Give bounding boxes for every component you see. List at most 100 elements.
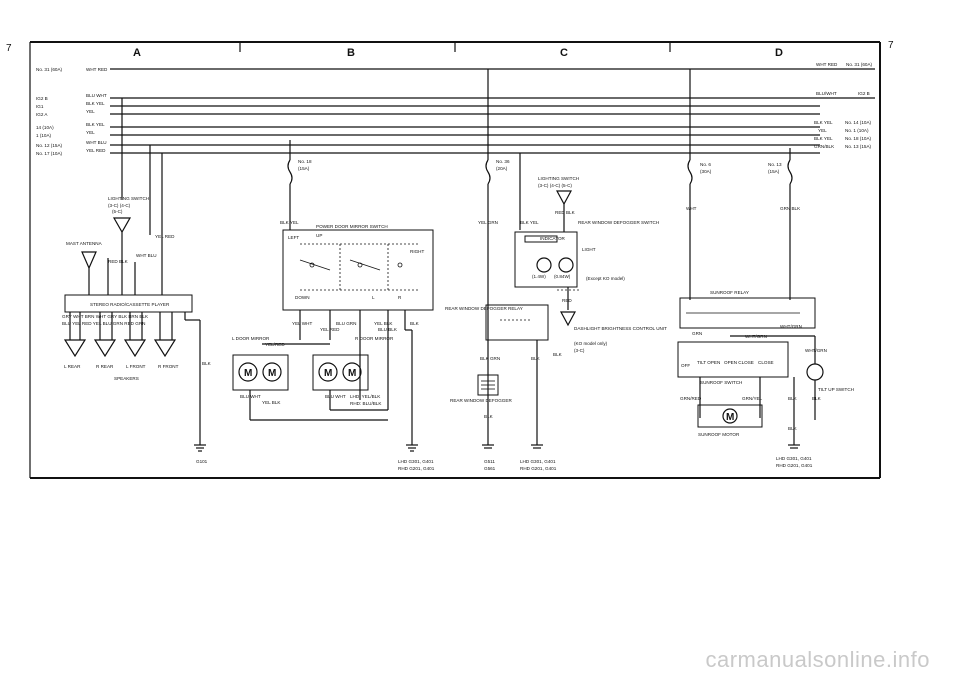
fuse13-label: No. 13 bbox=[768, 162, 782, 167]
right-input-labels: WHT RED No. 31 (60A) BLU/WHT IG2 B BLK Y… bbox=[814, 62, 873, 149]
speaker-wire-row2: BLU YEL RED YEL BLU GRN RED GRN bbox=[62, 321, 145, 326]
stereo-label: STEREO RADIO/CASSETTE PLAYER bbox=[90, 302, 170, 307]
pin-3c: (3-C) bbox=[574, 348, 585, 353]
right-input-wire: GRN/BLK bbox=[814, 144, 835, 149]
wire-blk-grn: BLK GRN bbox=[480, 356, 500, 361]
fuse-symbol bbox=[287, 159, 293, 185]
wire-yel-red: YEL RED bbox=[320, 327, 340, 332]
ground-b-lhd: LHD G301, G401 bbox=[398, 459, 434, 464]
rhd-note: RHD: BLU/BLK bbox=[350, 401, 382, 406]
relay-label: REAR WINDOW DEFOGGER RELAY bbox=[445, 306, 523, 311]
left-input-label: 14 (10A) bbox=[36, 125, 54, 130]
wire-blk-b: BLK bbox=[410, 321, 420, 326]
sunroof-relay-label: SUNROOF RELAY bbox=[710, 290, 749, 295]
section-b: No. 18 (15A) BLK YEL POWER DOOR MIRROR S… bbox=[232, 140, 435, 471]
wire-yel-blk2: YEL BLK bbox=[262, 400, 281, 405]
right-input-label: IG2 B bbox=[858, 91, 870, 96]
wire-blk-c3: BLK bbox=[484, 414, 494, 419]
stereo-radio-box bbox=[64, 294, 193, 313]
mirror-right: RIGHT bbox=[410, 249, 424, 254]
switch-open-close: OPEN CLOSE bbox=[724, 360, 754, 365]
r-mirror-motor1 bbox=[318, 362, 338, 382]
left-input-wire: YEL bbox=[86, 130, 95, 135]
left-input-label: No. 12 (15A) bbox=[36, 143, 63, 148]
sunroof-switch-box bbox=[677, 341, 789, 378]
mast-antenna-symbol bbox=[81, 251, 97, 270]
section-d: No. 6 (30A) WHT No. 13 (15A) GRN BLK SUN… bbox=[677, 69, 854, 468]
mirror-down: DOWN bbox=[295, 295, 310, 300]
rear-window-switch-label: REAR WINDOW DEFOGGER SWITCH bbox=[578, 220, 659, 225]
wire-wht-blu: WHT BLU bbox=[136, 253, 157, 258]
lighting-switch-c-pins: (3-C) (4-C) (5-C) bbox=[538, 183, 572, 188]
lighting-switch-pins: (3-C) (4-C) bbox=[108, 203, 131, 208]
svg-text:M: M bbox=[726, 412, 734, 423]
right-input-label: No. 1 (10A) bbox=[845, 128, 869, 133]
column-label-b: B bbox=[347, 47, 355, 59]
wire-blu-grn: BLU GRN bbox=[336, 321, 356, 326]
wire-blk-yel: BLK YEL bbox=[520, 220, 539, 225]
speaker-r-front: R FRONT bbox=[158, 364, 179, 369]
switch-tilt-open: TILT OPEN bbox=[697, 360, 720, 365]
column-label-c: C bbox=[560, 47, 568, 59]
right-input-wire: YEL bbox=[818, 128, 827, 133]
l-mirror-motor1 bbox=[238, 362, 258, 382]
wattage-2: (0.84W) bbox=[554, 274, 571, 279]
ground-d-rhd: RHD G201, G401 bbox=[776, 463, 813, 468]
fuse6-amp: (30A) bbox=[700, 169, 712, 174]
r-mirror-motor2 bbox=[342, 362, 362, 382]
fuse6-label: No. 6 bbox=[700, 162, 711, 167]
wire-grn: GRN bbox=[692, 331, 702, 336]
mirror-switch-box bbox=[282, 229, 434, 311]
lighting-switch-pins2: (5-C) bbox=[112, 209, 123, 214]
mirror-up: UP bbox=[316, 233, 322, 238]
left-input-label: IG1 bbox=[36, 104, 44, 109]
ground-b-rhd: RHD G201, G401 bbox=[398, 466, 435, 471]
lighting-switch-c: LIGHTING SWITCH bbox=[538, 176, 579, 181]
sunroof-relay-box bbox=[679, 297, 816, 329]
wire-grn-red: GRN/RED bbox=[680, 396, 702, 401]
left-input-label: 1 (10A) bbox=[36, 133, 52, 138]
right-input-wire: BLK YEL bbox=[814, 120, 833, 125]
left-input-wire: BLU WHT bbox=[86, 93, 107, 98]
ground-g101: G101 bbox=[196, 459, 208, 464]
wire-blk-d: BLK bbox=[788, 396, 798, 401]
speaker-l-front: L FRONT bbox=[126, 364, 146, 369]
lhd-note: LHD: YEL/BLK bbox=[350, 394, 381, 399]
site-watermark: carmanualsonline.info bbox=[705, 647, 930, 672]
right-input-label: No. 14 (10A) bbox=[845, 120, 872, 125]
page-right-mark: 7 bbox=[888, 40, 894, 51]
fuse-b-label: No. 18 bbox=[298, 159, 312, 164]
left-input-wire: WHT BLU bbox=[86, 140, 107, 145]
light-label: LIGHT bbox=[582, 247, 596, 252]
right-input-wire: BLU/WHT bbox=[816, 91, 837, 96]
ground-g561: G561 bbox=[484, 466, 496, 471]
rear-window-defogger-box bbox=[477, 374, 499, 396]
sunroof-switch-label: SUNROOF SWITCH bbox=[700, 380, 742, 385]
right-input-wire: WHT RED bbox=[816, 62, 838, 67]
ground-c-rhd: RHD G201, G401 bbox=[520, 466, 557, 471]
right-input-label: No. 18 (10A) bbox=[845, 136, 872, 141]
right-input-label: No. 13 (15A) bbox=[845, 144, 872, 149]
wire-blu-wht2: BLU WHT bbox=[325, 394, 346, 399]
svg-text:M: M bbox=[348, 368, 356, 379]
wire-grn-blk: GRN BLK bbox=[780, 206, 801, 211]
tilt-up-switch-symbol bbox=[806, 363, 824, 381]
fuse-b-amp: (15A) bbox=[298, 166, 310, 171]
wire-wht-grn-top: WHT/GRN bbox=[780, 324, 802, 329]
r-mirror-box bbox=[312, 354, 369, 391]
wire-blk: BLK bbox=[202, 361, 212, 366]
left-input-label: No. 17 (10A) bbox=[36, 151, 63, 156]
l-mirror-box bbox=[232, 354, 289, 391]
wire-blu-blk: BLU BLK bbox=[378, 327, 398, 332]
left-input-wire: YEL RED bbox=[86, 148, 106, 153]
left-input-label: No. 31 (60A) bbox=[36, 67, 63, 72]
right-input-wire: BLK YEL bbox=[814, 136, 833, 141]
switch-close: CLOSE bbox=[758, 360, 774, 365]
section-a: LIGHTING SWITCH (3-C) (4-C) (5-C) YEL RE… bbox=[62, 98, 212, 464]
column-label-a: A bbox=[133, 47, 141, 59]
ground-g511: G511 bbox=[484, 459, 495, 464]
rear-defogger-relay-box bbox=[485, 304, 549, 341]
wire-yel-blk: YEL BLK bbox=[374, 321, 393, 326]
frame: 7 7 A B C D bbox=[6, 40, 894, 479]
section-c: No. 36 (20A) YEL GRN BLK YEL LIGHTING SW… bbox=[445, 69, 667, 471]
